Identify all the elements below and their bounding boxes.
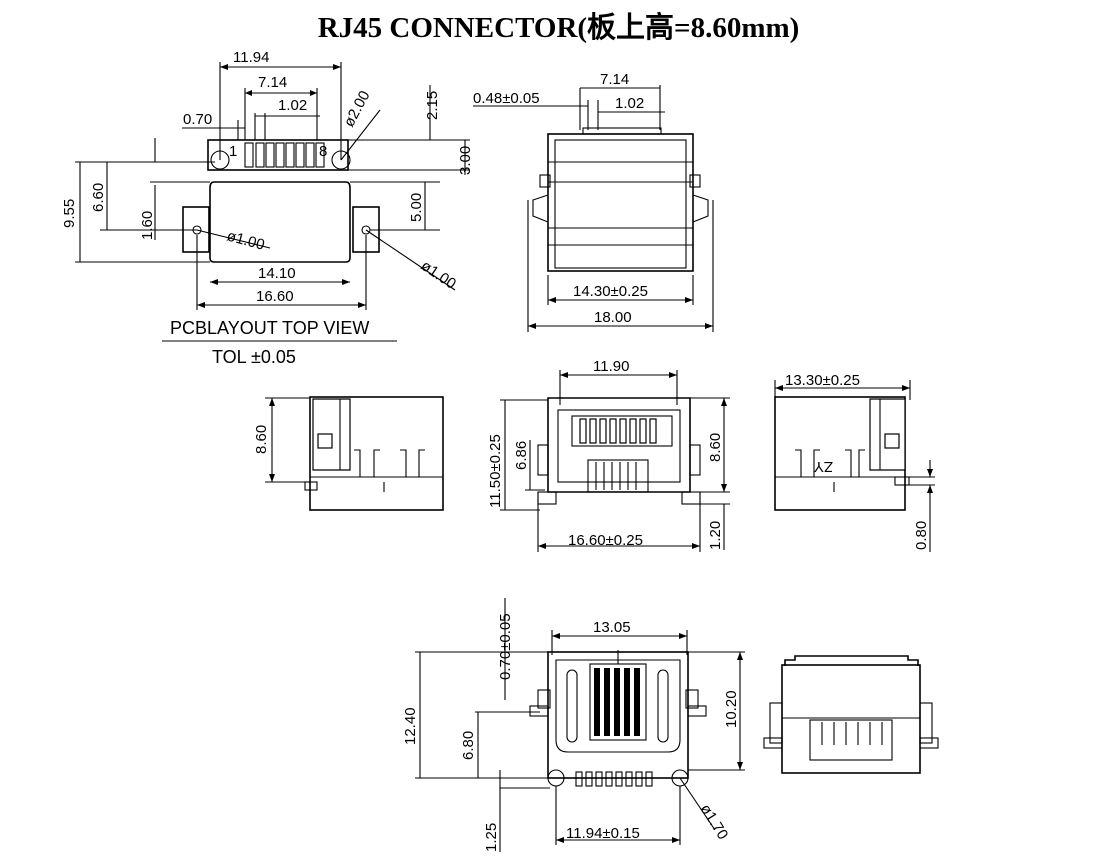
dim-18-00: 18.00: [594, 309, 632, 326]
dim-13-05: 13.05: [593, 619, 631, 636]
dim-0-80: 0.80: [913, 521, 930, 550]
dim-3-00: 3.00: [457, 146, 474, 175]
dim-12-40: 12.40: [402, 707, 419, 745]
dim-13-30: 13.30±0.25: [785, 372, 860, 389]
dim-0-48: 0.48±0.05: [473, 90, 540, 107]
rear-view: [763, 655, 939, 774]
pin-8-label: 8: [319, 143, 327, 160]
pin-1-label: 1: [229, 143, 237, 160]
front-view: 11.90 11.50±0.25 6.86 8.60 1.20 16.60±0.…: [487, 358, 730, 552]
bottom-view: 13.05 0.70±0.05 12.40 6.80 10.20 1.25 11…: [402, 598, 745, 852]
dim-11-94: 11.94: [233, 49, 269, 66]
dim-11-50: 11.50±0.25: [487, 434, 504, 508]
dim-14-30: 14.30±0.25: [573, 283, 648, 300]
dim-1-02: 1.02: [278, 97, 307, 114]
dim-7-14: 7.14: [258, 74, 287, 91]
dim-0-70: 0.70: [183, 111, 212, 128]
dim-14-10: 14.10: [258, 265, 296, 282]
dim-10-20: 10.20: [723, 690, 740, 728]
dim-16-60-front: 16.60±0.25: [568, 532, 643, 549]
dim-2-15: 2.15: [424, 91, 441, 120]
dim-phi-2-00: ø2.00: [341, 88, 374, 130]
dim-1-02-top: 1.02: [615, 95, 644, 112]
dim-11-94-bottom: 11.94±0.15: [566, 825, 640, 842]
tolerance-note: TOL ±0.05: [212, 347, 296, 367]
zy-mark: ZY: [814, 458, 833, 475]
side-view-left: 8.60: [253, 396, 444, 511]
dim-phi-1-00-a: ø1.00: [225, 227, 266, 253]
dim-6-60: 6.60: [90, 183, 107, 212]
dim-0-70-bottom: 0.70±0.05: [497, 613, 514, 680]
dim-11-90: 11.90: [593, 358, 629, 375]
top-view: 0.48±0.05 7.14 1.02 14.30±0.25 18.00: [473, 71, 714, 332]
dim-16-60: 16.60: [256, 288, 294, 305]
dim-1-25: 1.25: [483, 823, 500, 852]
dim-phi-1-70: ø1.70: [697, 801, 732, 843]
dim-9-55: 9.55: [61, 199, 78, 228]
layout-caption: PCBLAYOUT TOP VIEW: [170, 318, 369, 338]
dim-5-00: 5.00: [408, 193, 425, 222]
dim-8-60-left: 8.60: [253, 425, 270, 454]
dim-7-14-top: 7.14: [600, 71, 629, 88]
pcb-layout-view: 11.94 7.14 1.02 0.70 ø2.00 2.15 3.00 9.5…: [61, 49, 474, 367]
dim-1-20: 1.20: [707, 521, 724, 550]
dim-phi-1-00-b: ø1.00: [418, 257, 459, 293]
dim-6-80: 6.80: [460, 731, 477, 760]
dim-6-86: 6.86: [513, 441, 530, 470]
drawing-title: RJ45 CONNECTOR(板上高=8.60mm): [317, 12, 800, 44]
side-view-right: 13.30±0.25 0.80 ZY: [774, 372, 935, 552]
dim-8-60-front: 8.60: [707, 433, 724, 462]
dim-1-60: 1.60: [139, 211, 156, 240]
